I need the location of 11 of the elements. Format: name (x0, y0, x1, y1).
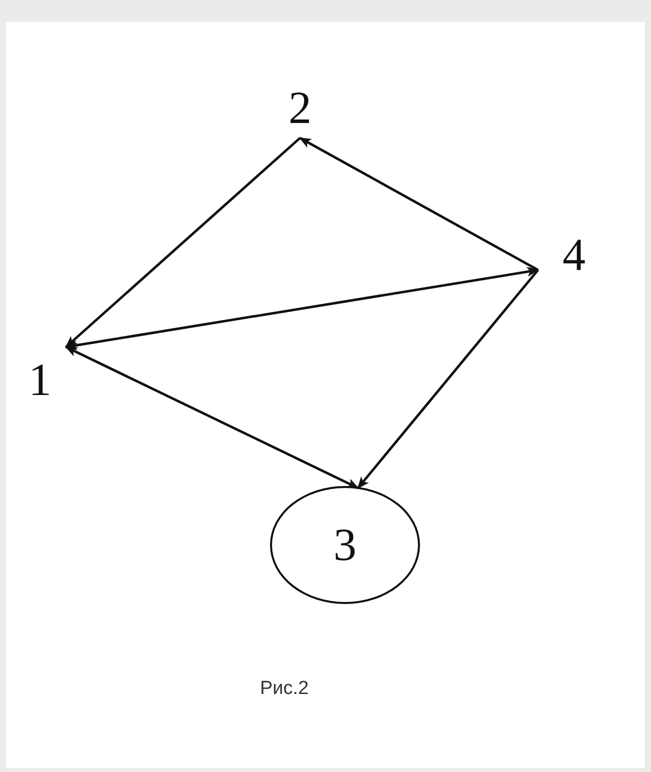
vertex-label: 2 (280, 85, 320, 131)
vertex-label: 1 (22, 357, 58, 403)
arrow (357, 269, 539, 489)
figure-caption: Рис.2 (260, 678, 309, 700)
arrow (65, 346, 359, 490)
arrow (299, 136, 539, 272)
vertex-label: 3 (334, 522, 356, 568)
arrow (65, 266, 539, 350)
vertex-label: 4 (556, 232, 592, 278)
arrow (65, 137, 301, 348)
node-circle (270, 486, 420, 604)
